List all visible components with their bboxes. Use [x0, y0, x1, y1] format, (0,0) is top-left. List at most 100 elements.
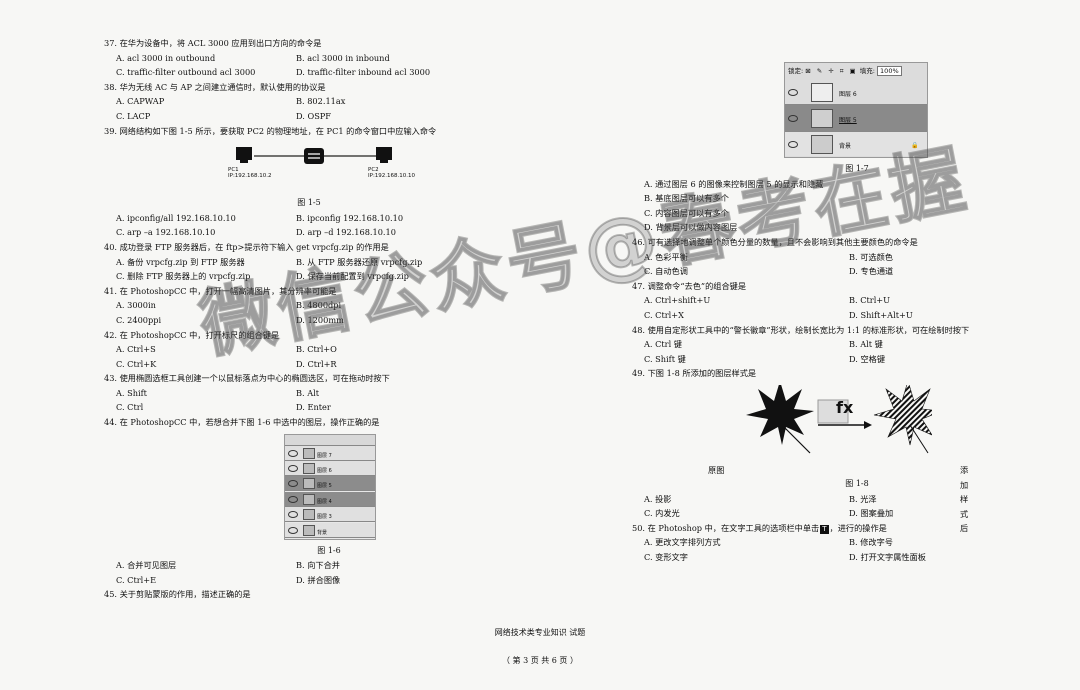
layer-row[interactable]: 图层 3 — [285, 507, 375, 523]
eye-icon[interactable] — [288, 449, 298, 457]
q50-stem-pre: 50. 在 Photoshop 中，在文字工具的选项栏中单击 — [632, 522, 820, 533]
q47-option-c: C. Ctrl+X — [644, 309, 684, 320]
left-column: 37. 在华为设备中，将 ACL 3000 应用到出口方向的命令是 A. acl… — [104, 36, 514, 602]
lock-icons[interactable]: ⊠ ✎ ✛ ⌗ ▣ — [805, 67, 858, 75]
q38-stem: 38. 华为无线 AC 与 AP 之间建立通信时，默认使用的协议是 — [104, 81, 326, 92]
background-layer-name: 背景 — [839, 143, 852, 150]
q46-option-a: A. 色彩平衡 — [644, 251, 688, 262]
q39-option-d: D. arp –d 192.168.10.10 — [296, 227, 396, 238]
right-column: 锁定: ⊠ ✎ ✛ ⌗ ▣ 填充: 100% 图层 6 图层 5 — [632, 58, 969, 564]
pc1-icon — [236, 147, 252, 161]
layers-lock-bar: 锁定: ⊠ ✎ ✛ ⌗ ▣ 填充: 100% — [785, 63, 927, 79]
q41-option-b: B. 4800dpi — [296, 300, 342, 311]
pc1-label: PC1 IP:192.168.10.2 — [228, 167, 272, 179]
eye-icon[interactable] — [288, 511, 298, 519]
switch-icon — [304, 148, 324, 165]
q44-option-a: A. 合并可见图层 — [116, 560, 177, 571]
q50-options: A. 更改文字排列方式 B. 修改字号 C. 变形文字 D. 打开文字属性面板 — [632, 535, 932, 564]
q50-stem-post: ，进行的操作是 — [829, 522, 887, 533]
layers-panel-large: 锁定: ⊠ ✎ ✛ ⌗ ▣ 填充: 100% 图层 6 图层 5 — [784, 62, 928, 158]
q50-option-b: B. 修改字号 — [849, 537, 893, 548]
layer-thumbnail — [303, 478, 315, 490]
styled-leaf — [873, 384, 932, 446]
q37-option-d: D. traffic-filter inbound acl 3000 — [296, 67, 431, 78]
q39-options: A. ipconfig/all 192.168.10.10 B. ipconfi… — [104, 211, 514, 240]
pc2-ip: IP:192.168.10.10 — [368, 173, 416, 180]
layer-row-background[interactable]: 背景 🔒 — [785, 132, 927, 156]
layer-row-6[interactable]: 图层 6 — [785, 80, 927, 105]
q46-option-c: C. 自动色调 — [644, 266, 688, 277]
eye-icon[interactable] — [288, 480, 298, 488]
q43-options: A. Shift B. Alt C. Ctrl D. Enter — [104, 386, 514, 415]
eye-icon[interactable] — [788, 89, 798, 96]
q48-option-a: A. Ctrl 键 — [644, 339, 682, 350]
layer-row[interactable]: 图层 6 — [285, 461, 375, 477]
layer-name: 图层 3 — [317, 514, 332, 521]
layer-row[interactable]: 图层 5 — [285, 476, 375, 492]
q45-option-b: B. 基底图层可以有多个 — [644, 193, 729, 204]
layer-row[interactable]: 背景 — [285, 522, 375, 538]
q47-option-a: A. Ctrl+shift+U — [644, 295, 711, 306]
q45-option-d: D. 背景层可以做内容图层 — [644, 222, 738, 233]
q42-option-a: A. Ctrl+S — [116, 344, 156, 355]
layers-toolbar — [285, 434, 375, 446]
q43-option-a: A. Shift — [116, 387, 147, 398]
pc1-name: PC1 — [228, 167, 239, 174]
layer-row[interactable]: 图层 4 — [285, 491, 375, 507]
q38-option-d: D. OSPF — [296, 110, 331, 121]
q47-option-d: D. Shift+Alt+U — [849, 309, 913, 320]
q44-stem: 44. 在 PhotoshopCC 中，若想合并下图 1-6 中选中的图层，操作… — [104, 417, 380, 428]
q50-option-a: A. 更改文字排列方式 — [644, 537, 721, 548]
q39-option-a: A. ipconfig/all 192.168.10.10 — [116, 212, 236, 223]
q44-options: A. 合并可见图层 B. 向下合并 C. Ctrl+E D. 拼合图像 — [104, 558, 514, 587]
q45-option-a: A. 通过图层 6 的图像来控制图层 5 的显示和隐藏 — [644, 178, 824, 189]
figure-1-6-caption: 图 1-6 — [317, 545, 341, 555]
q49-option-b: B. 光泽 — [849, 493, 877, 504]
q40-option-d: D. 保存当前配置到 vrpcfg.zip — [296, 271, 409, 282]
q42-stem: 42. 在 PhotoshopCC 中，打开标尺的组合键是 — [104, 329, 280, 340]
q48-option-d: D. 空格键 — [849, 353, 886, 364]
q42-options: A. Ctrl+S B. Ctrl+O C. Ctrl+K D. Ctrl+R — [104, 342, 514, 371]
q45-stem: 45. 关于剪贴蒙版的作用，描述正确的是 — [104, 589, 251, 600]
layer-row[interactable]: 图层 7 — [285, 445, 375, 461]
q44-option-b: B. 向下合并 — [296, 560, 340, 571]
q38-option-b: B. 802.11ax — [296, 96, 346, 107]
layer-name: 图层 4 — [317, 498, 332, 505]
q43-option-d: D. Enter — [296, 402, 331, 413]
figure-1-7: 锁定: ⊠ ✎ ✛ ⌗ ▣ 填充: 100% 图层 6 图层 5 — [632, 62, 932, 158]
fill-value[interactable]: 100% — [877, 66, 902, 76]
layer-5-name: 图层 5 — [839, 117, 857, 124]
q43-stem: 43. 使用椭圆选框工具创建一个以鼠标落点为中心的椭圆选区，可在拖动时按下 — [104, 373, 390, 384]
pc1-ip: IP:192.168.10.2 — [228, 173, 272, 180]
layer-row-5[interactable]: 图层 5 — [785, 105, 927, 132]
q41-option-c: C. 2400ppi — [116, 314, 162, 325]
q46-option-b: B. 可选颜色 — [849, 251, 893, 262]
q37-stem: 37. 在华为设备中，将 ACL 3000 应用到出口方向的命令是 — [104, 38, 322, 48]
q50-option-c: C. 变形文字 — [644, 551, 688, 562]
warp-text-icon: T — [820, 524, 829, 534]
eye-icon[interactable] — [288, 495, 298, 503]
eye-icon[interactable] — [288, 465, 298, 473]
q42-option-b: B. Ctrl+O — [296, 344, 337, 355]
q40-option-b: B. 从 FTP 服务器还原 vrpcfg.zip — [296, 256, 423, 267]
q43-option-c: C. Ctrl — [116, 402, 144, 413]
q44-option-d: D. 拼合图像 — [296, 574, 341, 585]
q46-stem: 46. 可有选择地调整单个颜色分量的数量，且不会影响到其他主要颜色的命令是 — [632, 236, 918, 247]
q44-option-c: C. Ctrl+E — [116, 574, 157, 585]
q50-option-d: D. 打开文字属性面板 — [849, 551, 926, 562]
pc2-icon — [376, 147, 392, 161]
q40-options: A. 备份 vrpcfg.zip 到 FTP 服务器 B. 从 FTP 服务器还… — [104, 255, 514, 284]
q37-option-b: B. acl 3000 in inbound — [296, 52, 390, 63]
figure-1-7-caption: 图 1-7 — [845, 164, 869, 173]
eye-icon[interactable] — [788, 141, 798, 148]
original-leaf — [746, 384, 814, 445]
q40-stem: 40. 成功登录 FTP 服务器后，在 ftp>提示符下输入 get vrpcf… — [104, 241, 389, 252]
q49-options: A. 投影 B. 光泽 C. 内发光 D. 图案叠加 — [632, 492, 932, 521]
eye-icon[interactable] — [288, 526, 298, 534]
layer-thumbnail — [303, 463, 315, 475]
q41-options: A. 3000in B. 4800dpi C. 2400ppi D. 1200m… — [104, 298, 514, 327]
layer-thumbnail — [303, 524, 315, 536]
eye-icon[interactable] — [788, 115, 798, 122]
